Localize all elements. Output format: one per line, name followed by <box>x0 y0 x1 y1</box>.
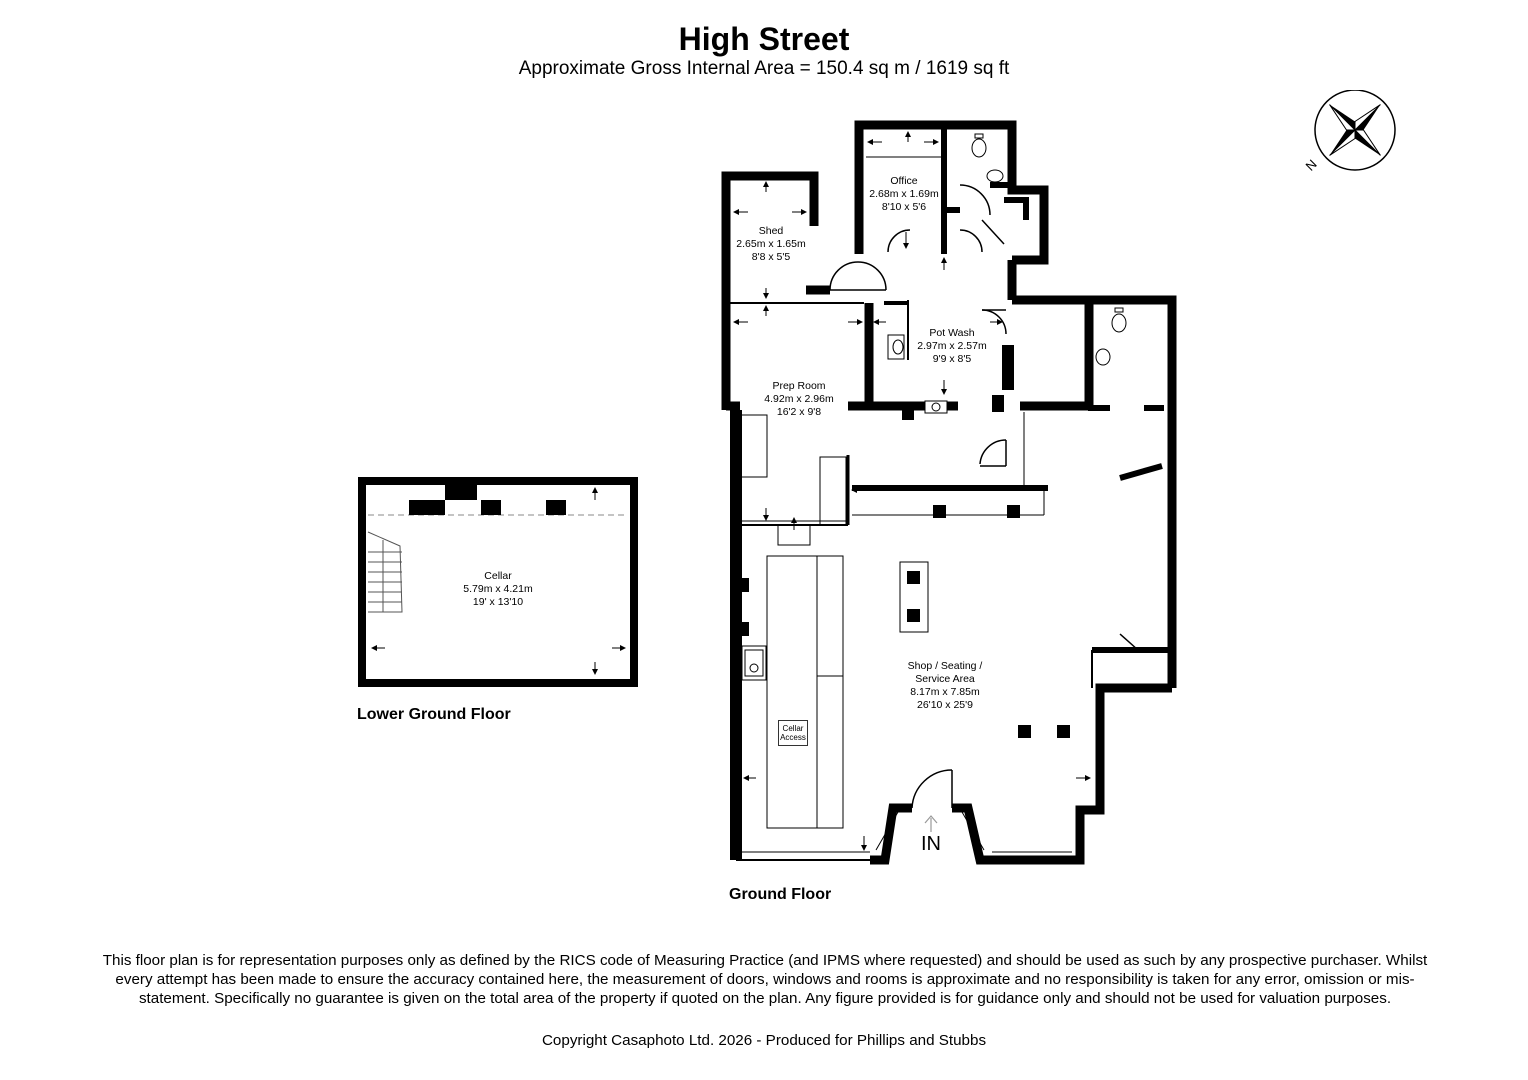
lower-ground-floor-label: Lower Ground Floor <box>357 706 511 723</box>
wall-pillars <box>740 505 1070 738</box>
room-imperial: 9'9 x 8'5 <box>932 353 972 365</box>
cellar-plan <box>358 477 638 687</box>
room-name: Office <box>890 175 918 187</box>
room-imperial: 8'10 x 5'6 <box>881 201 927 213</box>
room-label-shop: Shop / Seating / Service Area 8.17m x 7.… <box>908 660 983 712</box>
plan-title: High Street <box>678 21 850 57</box>
cellar-access-line1: Cellar <box>782 724 804 733</box>
room-label-prep-room: Prep Room 4.92m x 2.96m 16'2 x 9'8 <box>764 380 833 419</box>
room-imperial: 16'2 x 9'8 <box>776 406 822 418</box>
disclaimer-text: This floor plan is for representation pu… <box>102 952 1428 1007</box>
ground-floor-label: Ground Floor <box>729 886 832 903</box>
dimension-arrows <box>733 131 1091 851</box>
room-label-cellar: Cellar 5.79m x 4.21m 19' x 13'10 <box>463 570 532 609</box>
room-metric: 2.68m x 1.69m <box>869 188 939 200</box>
room-imperial: 26'10 x 25'9 <box>917 699 973 711</box>
room-name: Pot Wash <box>929 327 975 339</box>
entrance-label: IN <box>921 833 941 855</box>
room-name: Shed <box>758 225 784 237</box>
room-label-office: Office 2.68m x 1.69m 8'10 x 5'6 <box>869 175 938 214</box>
room-imperial: 19' x 13'10 <box>472 596 524 608</box>
room-metric: 5.79m x 4.21m <box>463 583 533 595</box>
room-metric: 8.17m x 7.85m <box>910 686 980 698</box>
copyright-text: Copyright Casaphoto Ltd. 2026 - Produced… <box>541 1032 987 1049</box>
gross-area-subtitle: Approximate Gross Internal Area = 150.4 … <box>518 58 1010 79</box>
room-name: Prep Room <box>772 380 826 392</box>
room-name: Cellar <box>484 570 512 582</box>
room-label-shed: Shed 2.65m x 1.65m 8'8 x 5'5 <box>736 225 805 264</box>
entrance-arrow <box>924 815 938 832</box>
room-metric: 4.92m x 2.96m <box>764 393 834 405</box>
compass-north-letter: N <box>1303 157 1320 174</box>
room-metric: 2.97m x 2.57m <box>917 340 987 352</box>
room-imperial: 8'8 x 5'5 <box>751 251 791 263</box>
sanitary-fixtures <box>744 133 1127 677</box>
cellar-access-line2: Access <box>780 733 806 742</box>
room-name-line1: Shop / Seating / <box>907 660 983 672</box>
cellar-access-hatch: Cellar Access <box>778 720 808 746</box>
room-name-line2: Service Area <box>915 673 975 685</box>
room-metric: 2.65m x 1.65m <box>736 238 806 250</box>
compass-rose-icon: N <box>1303 90 1396 174</box>
ground-floor-plan <box>721 120 1177 865</box>
room-label-pot-wash: Pot Wash 2.97m x 2.57m 9'9 x 8'5 <box>917 327 986 366</box>
cellar-stairs <box>367 531 403 613</box>
